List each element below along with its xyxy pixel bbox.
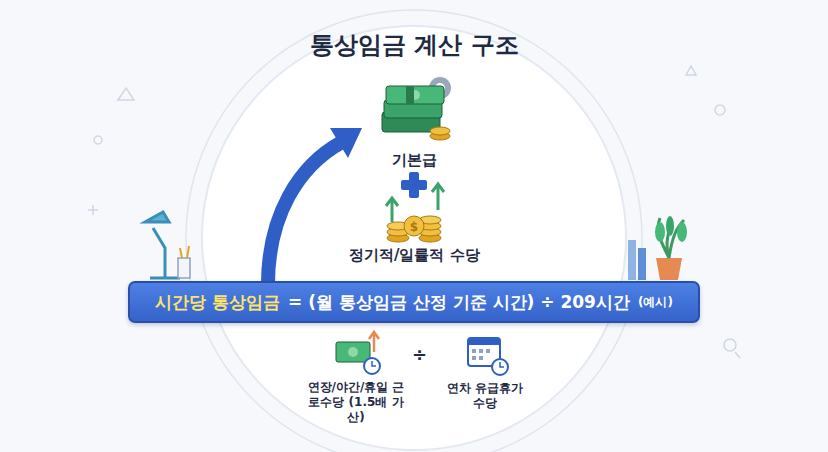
curved-arrow [268, 142, 342, 292]
formula-key: 시간당 통상임금 [155, 291, 280, 314]
outer-ring [186, 10, 642, 452]
formula-text: = (월 통상임금 산정 기준 시간) ÷ 209시간 [288, 291, 630, 314]
decorations [88, 66, 740, 358]
item-label: 연장/야간/휴일 근로수당 (1.5배 가산) [306, 380, 406, 425]
plant-books [628, 216, 687, 280]
plus-symbol [401, 172, 427, 198]
operator: ÷ [412, 344, 427, 367]
title: 통상임금 계산 구조 [310, 30, 519, 60]
formula-band: 시간당 통상임금 = (월 통상임금 산정 기준 시간) ÷ 209시간 (예시) [128, 281, 700, 323]
main-circle [202, 26, 626, 450]
item-label: 기본급 [392, 151, 437, 170]
svg-text:$: $ [410, 220, 418, 234]
money-icon [382, 77, 451, 140]
calendar-icon [468, 338, 508, 375]
coins-icon: $ [386, 184, 444, 242]
item-label: 정기적/일률적 수당 [349, 246, 480, 265]
formula-text: (예시) [638, 294, 673, 311]
item-label: 연차 유급휴가 수당 [445, 381, 525, 411]
overtime-icon [336, 332, 380, 374]
desk-lamp [145, 212, 190, 278]
arrow-head [330, 128, 362, 158]
